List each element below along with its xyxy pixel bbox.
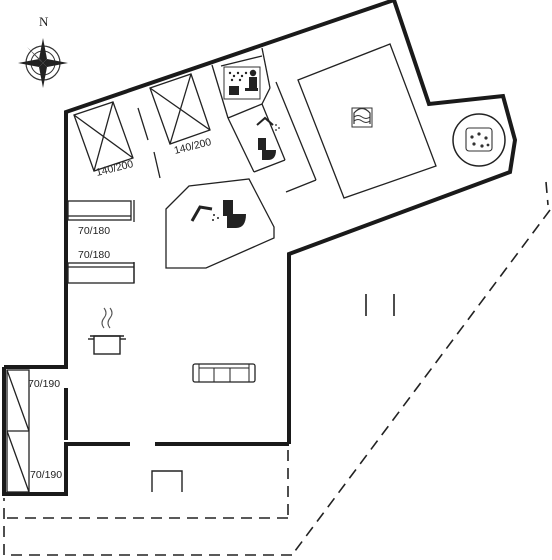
annex-beds: 70/190 70/190 xyxy=(6,369,62,493)
compass-north-label: N xyxy=(39,14,49,29)
cooking-pot-icon xyxy=(88,307,126,355)
compass-rose-icon: N xyxy=(18,14,68,88)
bunk-upper-label: 70/180 xyxy=(78,225,110,237)
toilet-icon xyxy=(258,138,276,160)
spa-bath-icon xyxy=(452,113,506,167)
bathroom-main xyxy=(165,178,275,269)
bed-a-label: 140/200 xyxy=(95,158,135,179)
bed-b-label: 140/200 xyxy=(173,136,213,157)
bedroom-2-bed: 140/200 xyxy=(149,73,213,157)
bunk-lower-label: 70/180 xyxy=(78,249,110,261)
interior-walls xyxy=(137,47,317,193)
pool-icon xyxy=(351,107,373,128)
terrace-posts xyxy=(151,294,395,492)
outer-walls xyxy=(2,0,518,496)
toilet-icon xyxy=(223,200,246,228)
sauna-icon xyxy=(223,66,261,100)
shower-icon xyxy=(256,116,280,131)
terrace-outline xyxy=(3,181,551,556)
annex-bed-upper-label: 70/190 xyxy=(28,378,60,390)
annex-bed-lower-label: 70/190 xyxy=(30,469,62,481)
shower-icon xyxy=(190,205,219,222)
sofa-icon xyxy=(192,363,256,383)
bedroom-1-bed: 140/200 xyxy=(73,101,135,179)
indoor-pool xyxy=(297,43,437,199)
bunk-beds: 70/180 70/180 xyxy=(67,200,135,284)
